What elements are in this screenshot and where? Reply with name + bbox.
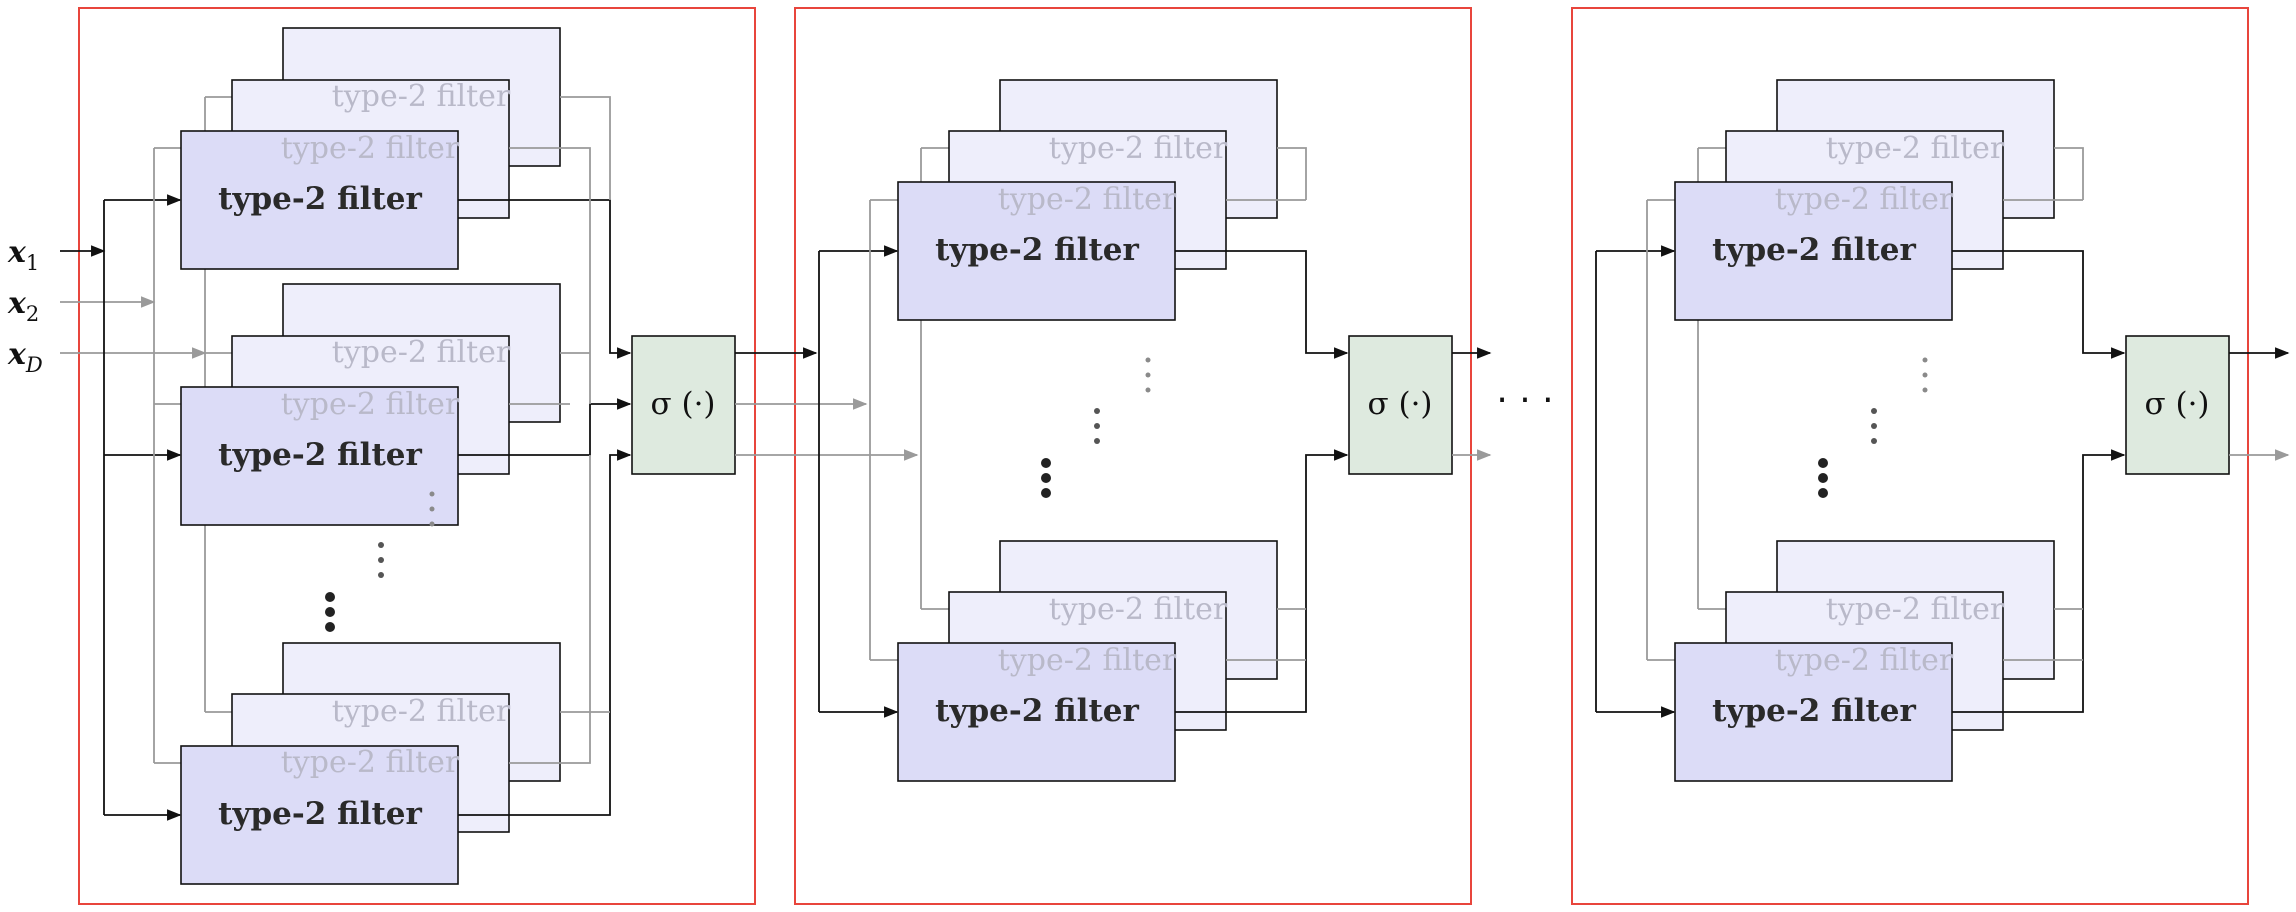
layer3-filter-b-out — [1952, 449, 2126, 713]
filter-label: type-2 filter — [332, 694, 511, 729]
filter-label: type-2 filter — [218, 796, 422, 832]
activation-label: σ (·) — [650, 386, 715, 422]
layer-1-frame — [78, 7, 756, 905]
filter-box — [180, 386, 459, 526]
layer3-activation: σ (·) — [2125, 335, 2230, 475]
layer3-filter-stack-a: type-2 filter type-2 filter type-2 filte… — [1674, 79, 2055, 321]
filter-label: type-2 filter — [281, 387, 460, 422]
layer1-activation: σ (·) — [631, 335, 736, 475]
activation-box — [2125, 335, 2230, 475]
layer1-filter-c-out — [458, 449, 632, 816]
layer1-filter-b-out — [458, 398, 632, 456]
filter-label: type-2 filter — [998, 182, 1177, 217]
filter-label: type-2 filter — [1049, 592, 1228, 627]
layer1-filter-a-back-out — [560, 96, 611, 200]
filter-label: type-2 filter — [998, 643, 1177, 678]
between-layers-ellipsis: · · · — [1496, 380, 1553, 421]
filter-box — [180, 130, 459, 270]
filter-label: type-2 filter — [935, 232, 1139, 268]
layer2-filter-a-back-out — [1277, 147, 1307, 200]
layer1-filter-c-mid-out — [509, 455, 591, 764]
filter-label: type-2 filter — [218, 437, 422, 473]
layer1-filter-stack-c: type-2 filter type-2 filter type-2 filte… — [180, 642, 561, 885]
filter-label: type-2 filter — [1049, 131, 1228, 166]
input-x2-label: x2 — [7, 286, 39, 326]
filter-label: type-2 filter — [1712, 232, 1916, 268]
filter-label: type-2 filter — [332, 79, 511, 114]
layer2-filter-a-out — [1175, 250, 1349, 359]
layer-3-frame — [1571, 7, 2249, 905]
layer3-vertical-ellipsis — [1818, 357, 1928, 498]
filter-label: type-2 filter — [935, 693, 1139, 729]
layer2-vertical-ellipsis — [1041, 357, 1151, 498]
filter-box — [897, 181, 1176, 321]
filter-box — [1674, 181, 1953, 321]
filter-box — [1674, 642, 1953, 782]
layer1-filter-a-out — [458, 199, 632, 359]
filter-label: type-2 filter — [281, 745, 460, 780]
filter-label: type-2 filter — [281, 131, 460, 166]
layer2-filter-stack-a: type-2 filter type-2 filter type-2 filte… — [897, 79, 1278, 321]
layer3-filter-a-back-out — [2054, 147, 2084, 200]
layer2-filter-b-out — [1175, 449, 1349, 713]
layer1-vertical-ellipsis — [325, 491, 435, 632]
layer2-activation: σ (·) — [1348, 335, 1453, 475]
layer-2-frame — [794, 7, 1472, 905]
activation-label: σ (·) — [2144, 386, 2209, 422]
filter-label: type-2 filter — [1775, 643, 1954, 678]
activation-label: σ (·) — [1367, 386, 1432, 422]
input-x1-label: x1 — [7, 235, 39, 275]
layer3-filter-stack-b: type-2 filter type-2 filter type-2 filte… — [1674, 540, 2055, 782]
filter-label: type-2 filter — [1712, 693, 1916, 729]
activation-box — [631, 335, 736, 475]
filter-box — [180, 745, 459, 885]
filter-label: type-2 filter — [218, 181, 422, 217]
input-xD-label: xD — [7, 337, 43, 377]
filter-label: type-2 filter — [1775, 182, 1954, 217]
activation-box — [1348, 335, 1453, 475]
layer1-filter-stack-a: type-2 filter type-2 filter type-2 filte… — [180, 27, 561, 270]
layer1-filter-stack-b: type-2 filter type-2 filter type-2 filte… — [180, 283, 561, 526]
layer3-filter-a-out — [1952, 250, 2126, 359]
filter-label: type-2 filter — [332, 335, 511, 370]
filter-label: type-2 filter — [1826, 131, 2005, 166]
filter-label: type-2 filter — [1826, 592, 2005, 627]
layer1-filter-a-mid-out — [509, 147, 591, 404]
layer2-filter-stack-b: type-2 filter type-2 filter type-2 filte… — [897, 540, 1278, 782]
